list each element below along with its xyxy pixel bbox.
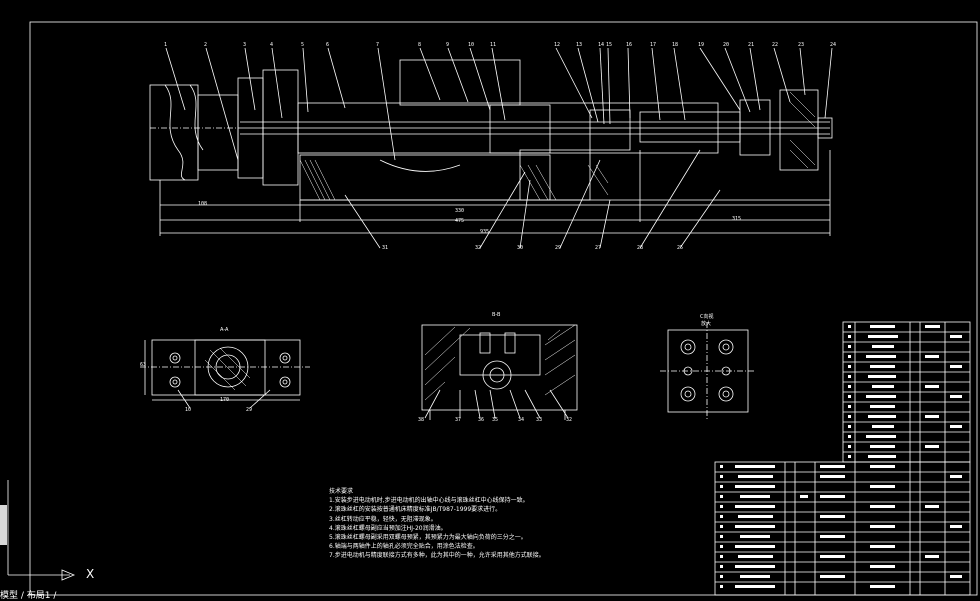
bb-part-number-label: 35 [492,417,499,423]
bb-part-number-label: 33 [536,417,543,423]
dimension-315: 315 [732,216,742,222]
ucs-x-label: X [86,567,95,581]
tech-note-6: 6.轴端与两轴件上的轴孔必须完全贴合，用涂色法检查。 [329,543,479,551]
tech-notes-heading: 技术要求 [329,488,354,495]
aa-part-10: 10 [185,407,192,413]
bb-part-number-label: 36 [478,417,485,423]
aa-part-29: 29 [246,407,253,413]
part-number-label: 18 [672,42,679,48]
part-number-label: 29 [555,245,562,251]
tech-note-3: 3.丝杠转动应平稳，轻快，无阻滞现象。 [329,515,437,523]
tech-note-5: 5.滚珠丝杠螺母副采用双螺母预紧，其预紧力为最大轴向负荷的三分之一。 [329,534,527,542]
tech-note-2: 2.滚珠丝杠的安装按普通机床精度标准JB/T987-1999要求进行。 [329,506,502,514]
part-number-label: 31 [382,245,389,251]
part-number-label: 8 [418,42,422,48]
view-c-title: C向视 [700,314,714,320]
tech-note-1: 1.安装步进电动机时,步进电动机的出轴中心线与滚珠丝杠中心线保持一致。 [329,497,529,505]
part-number-label: 14 [598,42,605,48]
part-number-label: 15 [606,42,613,48]
dimension-935: 935 [480,229,490,235]
left-scrollbar[interactable] [0,505,7,545]
section-bb-title: B-B [492,312,501,318]
ucs-axis-icon [7,480,76,581]
part-number-label: 10 [468,42,475,48]
part-number-label: 11 [490,42,497,48]
dimension-330: 330 [455,208,465,214]
part-number-label: 6 [326,42,330,48]
part-number-label: 24 [830,42,837,48]
view-c [660,322,755,420]
section-aa-view [140,339,310,409]
part-number-label: 28 [637,245,644,251]
part-number-label: 23 [798,42,805,48]
part-number-label: 21 [748,42,755,48]
part-number-label: 2 [204,42,208,48]
dimension-108: 108 [198,201,208,207]
part-number-label: 16 [626,42,633,48]
drawing-frame [29,21,978,596]
tech-note-4: 4.滚珠丝杠螺母副应当预加注HJ-20润滑油。 [329,524,447,532]
section-aa-title: A-A [220,327,229,333]
part-number-label: 20 [723,42,730,48]
dimension-aa-height: 63 [140,362,147,368]
part-number-label: 13 [576,42,583,48]
bb-part-number-label: 38 [418,417,425,423]
part-number-label: 1 [164,42,168,48]
part-number-label: 5 [301,42,305,48]
dimension-aa-width: 170 [220,397,230,403]
part-number-label: 3 [243,42,247,48]
view-c-subtitle: 放大 [701,321,712,327]
part-number-label: 22 [772,42,779,48]
part-number-label: 17 [650,42,657,48]
parts-list-table [714,321,971,596]
part-number-label: 7 [376,42,380,48]
part-number-label: 19 [698,42,705,48]
layout-tabs[interactable]: 模型 / 布局1 / [0,591,57,601]
technical-requirements: 技术要求 1.安装步进电动机时,步进电动机的出轴中心线与滚珠丝杠中心线保持一致。… [329,487,545,561]
part-number-label: 30 [517,245,524,251]
part-number-label: 12 [554,42,561,48]
bb-part-number-label: 34 [518,417,525,423]
part-number-label: 27 [595,245,602,251]
part-number-label: 4 [270,42,274,48]
dimension-475: 475 [455,218,465,224]
part-number-label: 25 [677,245,684,251]
part-number-label: 32 [475,245,482,251]
bb-part-number-label: 32 [566,417,573,423]
section-bb-view [421,324,578,420]
main-assembly-view [149,47,833,249]
bb-part-number-label: 37 [455,417,462,423]
part-number-label: 9 [446,42,450,48]
tech-note-7: 7.步进电动机与精度联接方式有多种，此为其中的一种，允许采用其他方式联接。 [329,552,545,560]
